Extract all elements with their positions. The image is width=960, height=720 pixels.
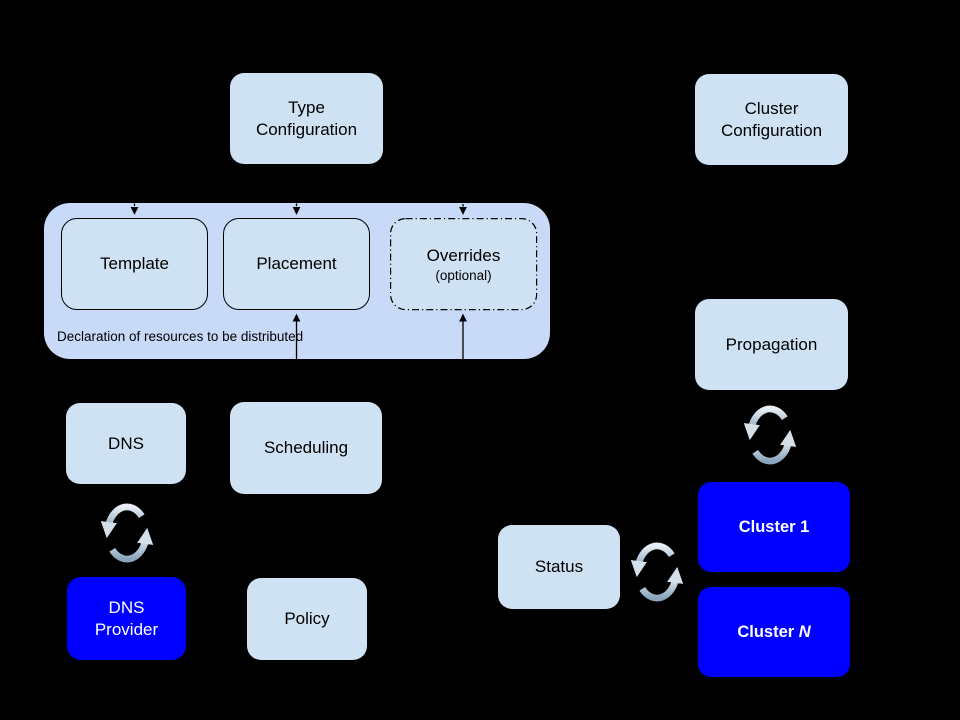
sync-cycle-icon	[108, 507, 146, 559]
cluster-n-label-prefix: Cluster	[737, 623, 799, 641]
dns-provider-label-line1: DNS	[108, 597, 145, 617]
propagation-label: Propagation	[725, 334, 818, 354]
overrides-node: Overrides (optional)	[390, 218, 537, 310]
placement-label: Placement	[256, 254, 337, 273]
dns-provider-label-line2: Provider	[94, 619, 159, 639]
cluster-n-node: Cluster N	[698, 587, 850, 677]
status-label: Status	[534, 557, 584, 576]
declaration-caption: Declaration of resources to be distribut…	[57, 329, 304, 344]
cluster-configuration-node: Cluster Configuration	[695, 74, 848, 165]
dns-label: DNS	[108, 433, 144, 453]
type-configuration-label-line2: Configuration	[255, 119, 358, 139]
sync-cycle-icon	[751, 409, 789, 461]
template-node: Template	[61, 218, 208, 310]
cluster-configuration-label-line1: Cluster	[744, 98, 799, 118]
cluster-n-label-suffix: N	[798, 623, 811, 641]
cluster-1-label: Cluster 1	[738, 518, 810, 536]
policy-node: Policy	[247, 578, 367, 660]
template-label: Template	[100, 254, 169, 273]
sync-cycle-icon	[638, 546, 676, 598]
status-node: Status	[498, 525, 620, 609]
placement-node: Placement	[223, 218, 370, 310]
type-configuration-label-line1: Type	[288, 97, 325, 117]
policy-label: Policy	[284, 609, 330, 628]
scheduling-node: Scheduling	[230, 402, 382, 494]
overrides-label: Overrides	[426, 245, 501, 265]
cluster-1-node: Cluster 1	[698, 482, 850, 572]
type-configuration-node: Type Configuration	[230, 73, 383, 164]
cluster-n-label: Cluster N	[737, 621, 810, 643]
scheduling-label: Scheduling	[263, 438, 349, 457]
cluster-configuration-label-line2: Configuration	[720, 120, 823, 140]
overrides-sublabel: (optional)	[435, 267, 492, 283]
dns-provider-node: DNS Provider	[67, 577, 186, 660]
propagation-node: Propagation	[695, 299, 848, 390]
dns-node: DNS	[66, 403, 186, 484]
